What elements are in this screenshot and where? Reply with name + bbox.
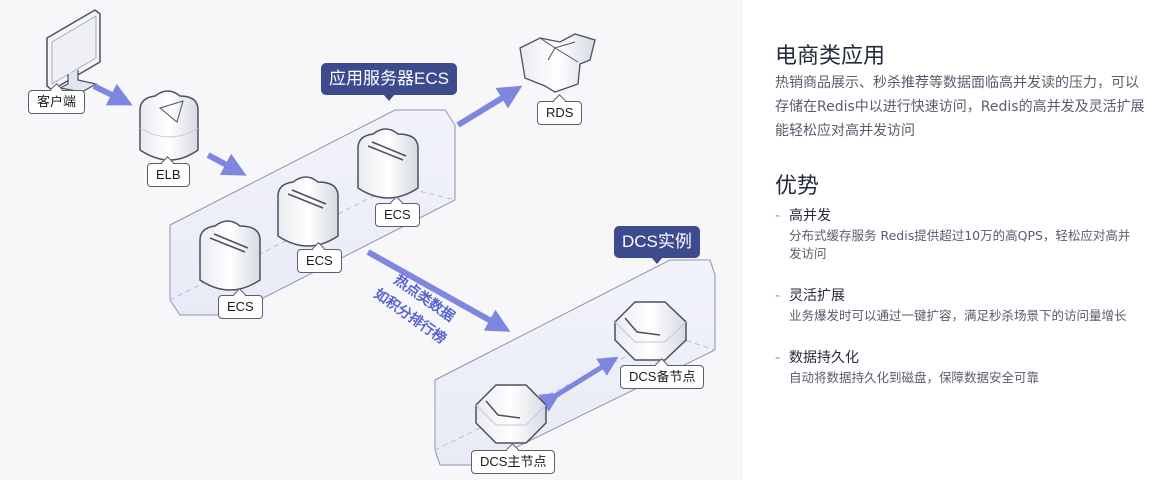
ecs-label-2: ECS (297, 249, 342, 273)
advantages-title: 优势 (775, 174, 820, 199)
ecs-device-icon-3 (357, 128, 419, 199)
rds-label: RDS (537, 101, 583, 125)
ecs-group-callout: 应用服务器ECS (321, 63, 457, 101)
advantage-item: -高并发 分布式缓存服务 Redis提供超过10万的高QPS，轻松应对高并发访问 (775, 205, 1155, 263)
arrow-dcs-sync (538, 356, 619, 412)
ecs-device-icon-1 (199, 220, 261, 291)
arrow-elb-to-ecs (206, 152, 247, 176)
ecs-label-3: ECS (375, 203, 420, 227)
dash-bullet: - (775, 350, 781, 366)
scenario-title: 电商类应用 (775, 44, 886, 69)
diagram-graphics (46, 9, 716, 466)
dcs-standby-node-icon (614, 301, 687, 361)
client-monitor-icon (46, 9, 101, 93)
advantage-title: 高并发 (789, 208, 831, 224)
dcs-master-label: DCS主节点 (471, 450, 556, 474)
ecs-device-icon-2 (277, 176, 339, 247)
info-panel: 电商类应用 热销商品展示、秒杀推荐等数据面临高并发读的压力，可以存储在Redis… (743, 0, 1160, 480)
arrow-ecs-to-dcs (366, 249, 511, 332)
rds-database-icon (519, 33, 596, 93)
dcs-master-node-icon (475, 384, 547, 444)
advantage-desc: 自动将数据持久化到磁盘，保障数据安全可靠 (789, 370, 1040, 385)
advantage-desc: 业务爆发时可以通过一键扩容，满足秒杀场景下的访问量增长 (789, 308, 1127, 323)
dash-bullet: - (775, 288, 781, 304)
client-label: 客户端 (28, 90, 86, 114)
advantage-title: 数据持久化 (789, 350, 859, 366)
dash-bullet: - (775, 208, 781, 224)
scenario-description: 热销商品展示、秒杀推荐等数据面临高并发读的压力，可以存储在Redis中以进行快速… (775, 75, 1145, 139)
advantage-desc: 分布式缓存服务 Redis提供超过10万的高QPS，轻松应对高并发访问 (789, 228, 1131, 261)
advantage-item: -数据持久化 自动将数据持久化到磁盘，保障数据安全可靠 (775, 347, 1155, 387)
dcs-group-platform (434, 259, 716, 466)
ecs-label-1: ECS (218, 295, 263, 319)
dcs-instance-callout: DCS实例 (614, 226, 700, 264)
elb-device-icon (139, 90, 199, 161)
advantages-list: -高并发 分布式缓存服务 Redis提供超过10万的高QPS，轻松应对高并发访问… (775, 205, 1155, 409)
advantage-title: 灵活扩展 (789, 288, 845, 304)
architecture-diagram: 客户端 ELB 应用服务器ECS ECS ECS ECS RDS 热点类数据 如… (0, 0, 743, 480)
dcs-standby-label: DCS备节点 (620, 365, 705, 389)
arrow-client-to-elb (92, 83, 133, 106)
arrow-ecs-to-rds (456, 85, 523, 128)
arrows (92, 83, 619, 412)
advantage-item: -灵活扩展 业务爆发时可以通过一键扩容，满足秒杀场景下的访问量增长 (775, 285, 1155, 325)
elb-label: ELB (147, 163, 190, 187)
